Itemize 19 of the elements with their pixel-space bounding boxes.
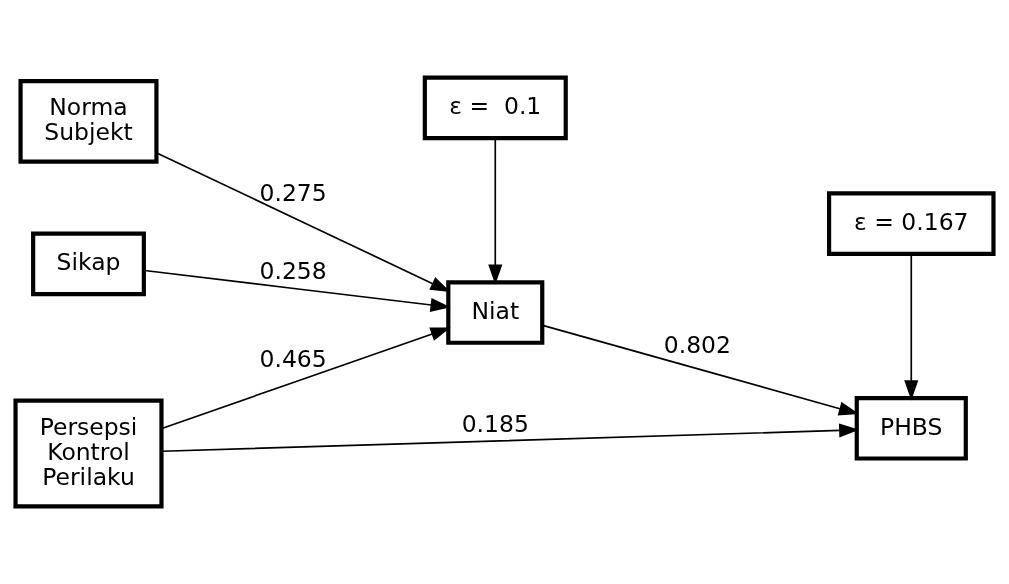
node-box: Niat [446, 280, 545, 345]
edge-label: 0.802 [663, 331, 731, 360]
arrow [904, 253, 919, 401]
edge-label: 0.185 [461, 409, 529, 438]
node-box: Persepsi Kontrol Perilaku [13, 398, 164, 509]
node-box: ε = 0.167 [827, 191, 996, 256]
edge-label: 0.275 [259, 178, 327, 207]
arrow [488, 137, 503, 285]
arrow [143, 269, 451, 312]
edge-label: 0.465 [259, 344, 327, 373]
node-box: Norma Subjekt [18, 78, 159, 164]
arrow [541, 324, 859, 416]
arrow [161, 423, 860, 453]
node-box: Sikap [31, 231, 146, 297]
arrow [161, 327, 451, 430]
arrow [155, 152, 451, 293]
node-box: PHBS [854, 396, 968, 461]
edge-label: 0.258 [259, 257, 327, 286]
node-box: ε = 0.1 [422, 75, 568, 141]
